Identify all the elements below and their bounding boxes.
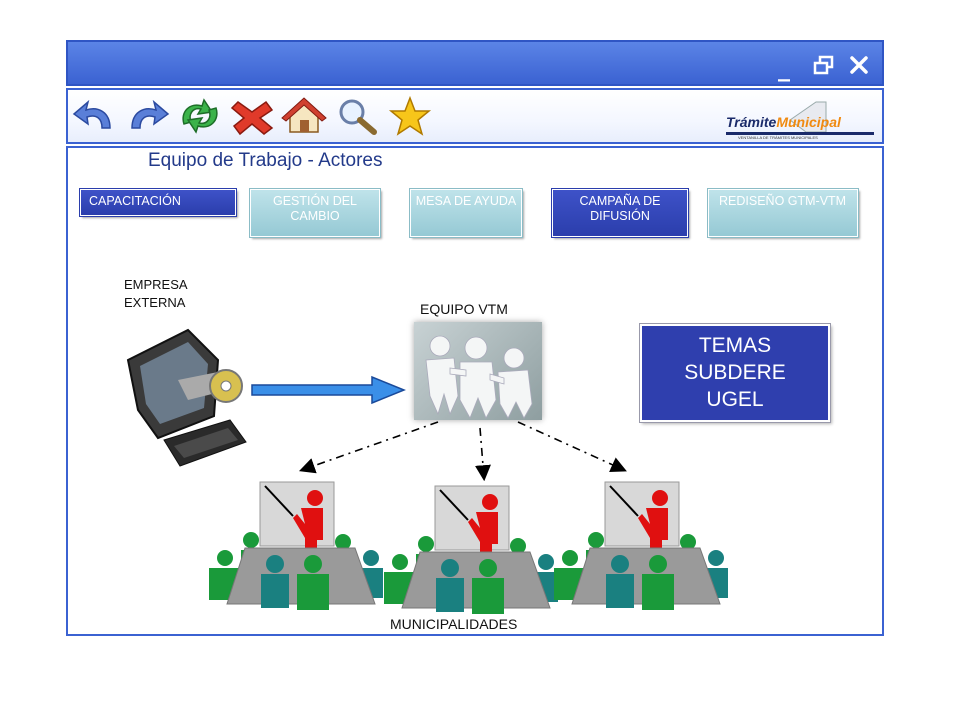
team-image <box>414 322 542 420</box>
forward-arrow-icon[interactable] <box>131 99 170 129</box>
tab-rediseno-gtm-vtm[interactable]: REDISEÑO GTM-VTM <box>707 188 859 238</box>
stop-icon[interactable] <box>230 100 274 136</box>
equipo-vtm-label: EQUIPO VTM <box>420 301 508 317</box>
classroom-group-1 <box>208 481 384 611</box>
page-title: Equipo de Trabajo - Actores <box>148 150 383 171</box>
search-icon[interactable] <box>339 99 377 135</box>
temas-box: TEMAS SUBDERE UGEL <box>639 323 831 423</box>
temas-line-1: TEMAS <box>698 334 772 357</box>
refresh-icon[interactable] <box>182 98 218 134</box>
computer-icon <box>126 328 247 467</box>
back-arrow-icon[interactable] <box>72 99 111 129</box>
favorites-star-icon[interactable] <box>388 95 432 136</box>
close-button[interactable] <box>848 54 870 76</box>
municipalities-training-groups <box>208 481 729 614</box>
brand-part2: Municipal <box>776 114 841 130</box>
tab-capacitacion[interactable]: CAPACITACIÓN <box>79 188 237 217</box>
tramite-municipal-logo: TrámiteMunicipal VENTANILLA DE TRÁMITES … <box>726 96 876 142</box>
brand-tagline: VENTANILLA DE TRÁMITES MUNICIPALES <box>738 135 818 140</box>
paper-people-icon <box>425 335 533 419</box>
distribution-arrows <box>298 421 627 482</box>
classroom-group-3 <box>553 481 729 611</box>
tab-mesa-de-ayuda[interactable]: MESA DE AYUDA <box>409 188 523 238</box>
restore-button[interactable] <box>812 54 836 78</box>
municipalidades-label: MUNICIPALIDADES <box>390 616 518 632</box>
close-icon <box>850 56 868 74</box>
restore-icon <box>813 55 834 75</box>
flow-arrow <box>251 375 406 405</box>
home-icon[interactable] <box>281 97 327 133</box>
tab-gestion-del-cambio[interactable]: GESTIÓN DEL CAMBIO <box>249 188 381 238</box>
tab-campana-de-difusion[interactable]: CAMPAÑA DE DIFUSIÓN <box>551 188 689 238</box>
window-title-bar <box>66 40 884 86</box>
temas-line-3: UGEL <box>706 388 764 411</box>
minimize-button[interactable]: _ <box>778 54 790 82</box>
empresa-externa-label: EMPRESA EXTERNA <box>124 277 187 310</box>
toolbar-icons <box>72 95 432 136</box>
temas-line-2: SUBDERE <box>684 361 786 384</box>
classroom-group-2 <box>383 485 559 614</box>
brand-part1: Trámite <box>726 114 777 130</box>
